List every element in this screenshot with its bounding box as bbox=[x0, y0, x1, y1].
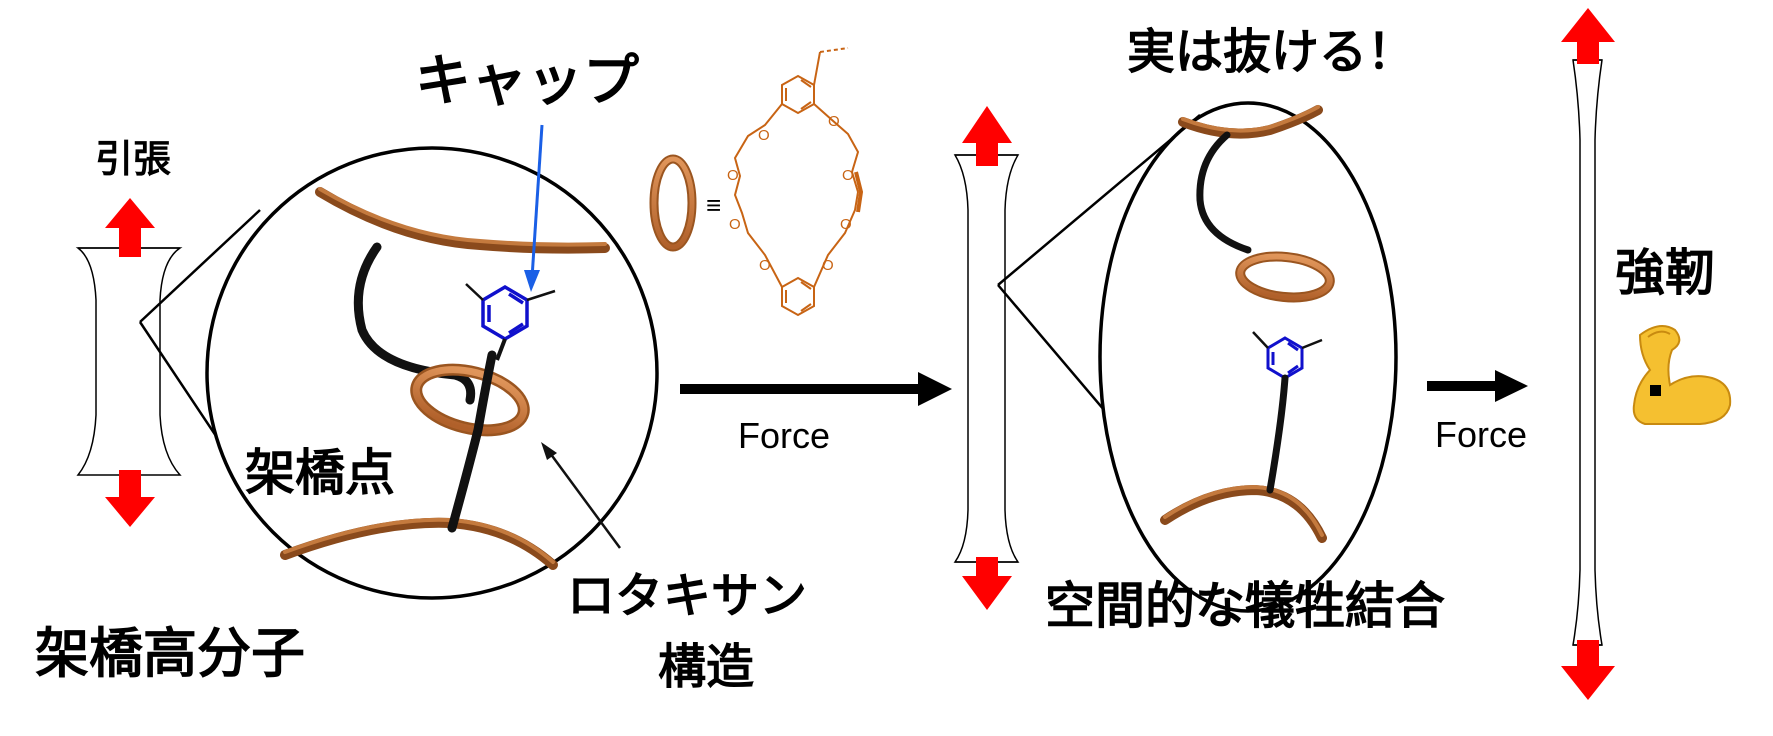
crosslinked-polymer-label: 架橋高分子 bbox=[35, 622, 305, 685]
oxygen-atom: O bbox=[727, 167, 739, 184]
rotaxane-label-line1: ロタキサン bbox=[567, 568, 807, 624]
rotaxane-label-line2: 構造 bbox=[658, 639, 754, 695]
oxygen-atom: O bbox=[759, 257, 771, 274]
oxygen-atom: O bbox=[822, 257, 834, 274]
specimen-fully-stretched bbox=[1572, 59, 1603, 646]
tension-label: 引張 bbox=[95, 137, 171, 181]
magnified-circle-1 bbox=[205, 146, 659, 600]
magnified-ellipse-2 bbox=[1098, 101, 1398, 613]
oxygen-atom: O bbox=[828, 113, 840, 130]
equivalence-symbol: ≡ bbox=[706, 190, 721, 220]
final-arrow-up bbox=[1561, 8, 1615, 64]
tension-arrow-down bbox=[105, 470, 155, 527]
force-arrow-2 bbox=[1427, 370, 1528, 402]
stretch-arrow-up bbox=[962, 106, 1012, 166]
cap-pointer-arrow bbox=[524, 124, 544, 292]
sacrificial-bond-label: 空間的な犠牲結合 bbox=[1045, 577, 1445, 635]
crosslink-point-label: 架橋点 bbox=[245, 444, 395, 502]
tension-arrow-up bbox=[105, 198, 155, 257]
cap-label: キャップ bbox=[415, 49, 639, 114]
crown-ether-structure bbox=[733, 47, 864, 317]
oxygen-atom: O bbox=[840, 216, 852, 233]
final-arrow-down bbox=[1561, 640, 1615, 700]
stretch-arrow-down bbox=[962, 557, 1012, 610]
specimen-stretched bbox=[953, 154, 1020, 563]
ring-legend-icon bbox=[649, 154, 697, 252]
force-label-1: Force bbox=[738, 415, 830, 456]
oxygen-atom: O bbox=[842, 167, 854, 184]
crown-ether-oxygen-atoms: O O O O O O O O bbox=[727, 113, 854, 274]
zoom-line-top-1 bbox=[139, 209, 261, 323]
pulls-out-label: 実は抜ける！ bbox=[1127, 24, 1415, 80]
tough-label: 強靭 bbox=[1615, 244, 1715, 302]
oxygen-atom: O bbox=[758, 127, 770, 144]
flexed-biceps-icon bbox=[1632, 325, 1732, 425]
force-label-2: Force bbox=[1435, 414, 1527, 455]
oxygen-atom: O bbox=[729, 216, 741, 233]
rotaxane-pointer-arrow bbox=[541, 442, 622, 549]
specimen-unstretched bbox=[75, 247, 183, 476]
force-arrow-1 bbox=[680, 372, 952, 406]
